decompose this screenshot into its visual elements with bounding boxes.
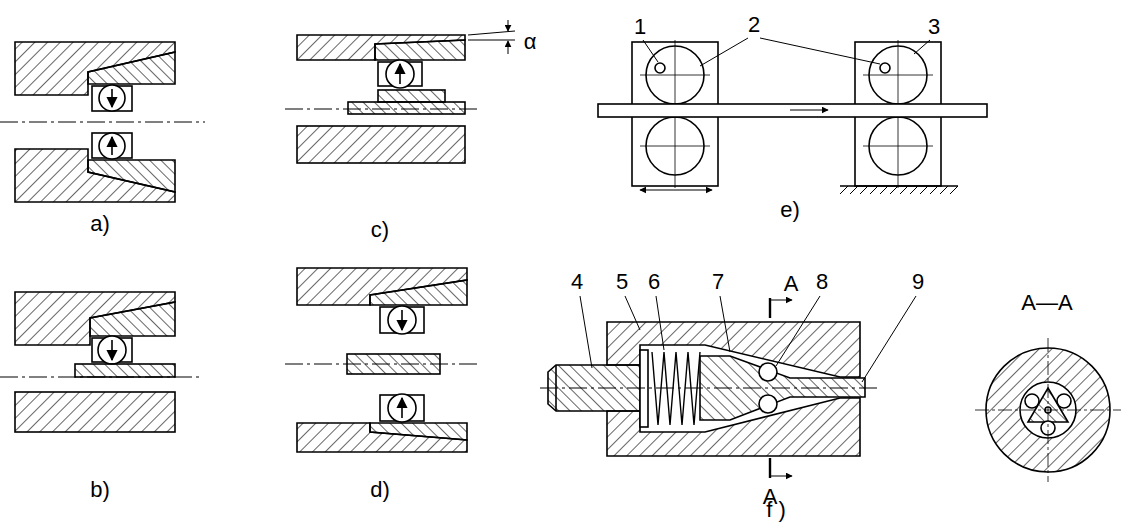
callout-number: 3 [928,16,940,38]
figure-label: a) [90,213,110,235]
figure-d [285,268,480,452]
figure-label: e) [780,199,800,221]
leader-line [580,296,916,382]
figure-c [285,20,515,163]
callout-number: 6 [648,271,660,293]
callout-number: 8 [816,271,828,293]
section-title: A—A [1021,292,1072,314]
figure-label: c) [371,219,389,241]
figure-b [0,292,200,432]
figure-a [0,42,205,202]
callout-number: 1 [634,16,646,38]
figure-e [598,38,987,194]
figure-label: d) [370,479,390,501]
section-view [975,338,1121,482]
figure-label: b) [90,479,110,501]
callout-number: 5 [616,271,628,293]
callout-number: 9 [912,271,924,293]
figure-f [540,296,916,478]
callout-number: 2 [748,14,760,36]
callout-number: 7 [712,271,724,293]
callout-number: 4 [571,271,583,293]
leader-line [643,38,930,66]
figure-label: f ) [766,499,786,521]
angle-symbol: α [524,31,537,53]
section-mark: A [784,273,799,295]
